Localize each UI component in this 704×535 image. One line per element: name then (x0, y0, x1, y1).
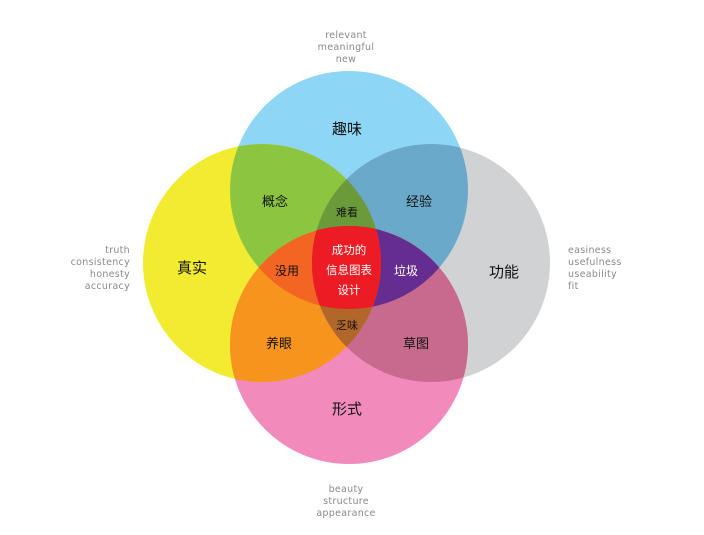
label-eye-candy: 养眼 (266, 336, 292, 352)
label-boring: 乏味 (336, 319, 358, 332)
outer-label: accuracy (84, 281, 130, 292)
label-right-function: 功能 (489, 263, 519, 281)
label-bottom-form: 形式 (332, 400, 362, 418)
label-useless: 没用 (275, 263, 299, 278)
outer-labels-top: relevant meaningful new (296, 30, 396, 66)
overlap-concept (230, 144, 381, 309)
label-garbage: 垃圾 (394, 263, 418, 278)
overlap-useless (230, 226, 381, 309)
label-concept: 概念 (262, 194, 288, 210)
outer-label: beauty (328, 484, 364, 495)
outer-label: fit (568, 281, 579, 292)
label-left-truth: 真实 (177, 259, 207, 277)
outer-labels-left: truth consistency honesty accuracy (40, 245, 130, 293)
outer-label: truth (105, 245, 130, 256)
outer-label: new (335, 54, 357, 65)
outer-label: honesty (89, 269, 130, 280)
label-sketch: 草图 (403, 337, 429, 352)
outer-label: useability (568, 269, 617, 280)
outer-label: structure (323, 496, 369, 507)
overlap-garbage (312, 226, 468, 309)
outer-label: usefulness (568, 257, 622, 268)
outer-label: appearance (316, 508, 376, 519)
outer-labels-bottom: beauty structure appearance (296, 484, 396, 520)
label-center-line-1: 成功的 (332, 243, 367, 257)
label-center-line-3: 设计 (338, 283, 361, 297)
outer-label: meaningful (317, 42, 375, 53)
label-center-line-2: 信息图表 (326, 263, 372, 277)
outer-labels-right: easiness usefulness useability fit (568, 245, 668, 293)
outer-label: consistency (70, 257, 130, 268)
outer-label: easiness (568, 245, 612, 256)
label-experience: 经验 (406, 194, 432, 210)
outer-label: relevant (325, 30, 367, 41)
label-top-interest: 趣味 (332, 120, 362, 138)
label-ugly: 难看 (336, 205, 358, 219)
